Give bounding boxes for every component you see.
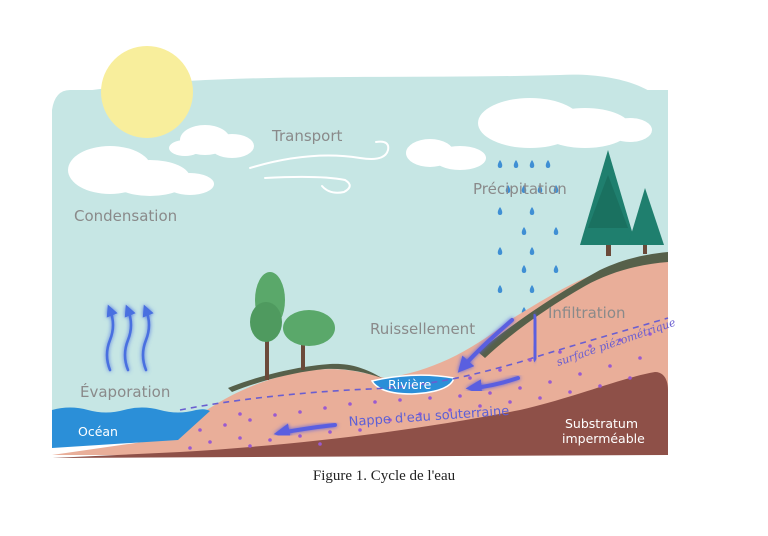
- infiltration-label: Infiltration: [548, 304, 626, 322]
- groundwater-dot: [248, 444, 252, 448]
- groundwater-dot: [373, 400, 377, 404]
- groundwater-dot: [358, 428, 362, 432]
- precipitation-label: Précipitation: [473, 180, 567, 198]
- cloud: [406, 139, 486, 170]
- groundwater-dot: [458, 394, 462, 398]
- groundwater-dot: [638, 356, 642, 360]
- groundwater-dot: [508, 400, 512, 404]
- groundwater-flow-arrow: [273, 423, 337, 440]
- figure-caption: Figure 1. Cycle de l'eau: [312, 468, 456, 484]
- substratum-label-2: imperméable: [562, 431, 645, 446]
- groundwater-dot: [598, 384, 602, 388]
- tree-icon: [250, 272, 285, 380]
- groundwater-dot: [448, 408, 452, 412]
- groundwater-dot: [558, 350, 562, 354]
- tree-icon: [580, 150, 636, 256]
- groundwater-dot: [608, 364, 612, 368]
- groundwater-dot: [418, 412, 422, 416]
- groundwater-dot: [198, 428, 202, 432]
- rain-drop: [497, 247, 503, 255]
- groundwater-dot: [388, 418, 392, 422]
- condensation-label: Condensation: [74, 207, 177, 225]
- groundwater-dot: [538, 396, 542, 400]
- substratum-label: Substratum: [565, 416, 638, 431]
- grass-top: [478, 252, 668, 358]
- river-label: Rivière: [388, 377, 432, 392]
- rain-drops: [497, 160, 559, 315]
- groundwater-dot: [188, 446, 192, 450]
- groundwater-dot: [238, 412, 242, 416]
- rain-drop: [553, 265, 559, 273]
- groundwater-dot: [548, 380, 552, 384]
- groundwater-dot: [238, 436, 242, 440]
- cloud: [169, 125, 254, 158]
- rain-drop: [497, 285, 503, 293]
- rain-drop: [537, 185, 543, 193]
- cloud: [68, 146, 214, 196]
- groundwater-dot: [273, 413, 277, 417]
- groundwater-dot: [498, 368, 502, 372]
- rain-drop: [529, 247, 535, 255]
- groundwater-dot: [648, 332, 652, 336]
- groundwater-dot: [328, 430, 332, 434]
- ocean: [52, 407, 210, 448]
- rain-drop: [521, 265, 527, 273]
- groundwater-dot: [248, 418, 252, 422]
- rain-drop: [513, 160, 519, 168]
- rain-drop: [529, 207, 535, 215]
- groundwater-dot: [298, 434, 302, 438]
- sun: [101, 46, 193, 138]
- groundwater-dots: [188, 332, 652, 450]
- wind-lines: [249, 140, 390, 194]
- cloud: [478, 98, 652, 148]
- groundwater-dot: [578, 372, 582, 376]
- groundwater-dot: [568, 390, 572, 394]
- groundwater-dot: [348, 402, 352, 406]
- evaporation-arrows: [105, 304, 154, 372]
- rain-drop: [505, 185, 511, 193]
- transport-label: Transport: [271, 127, 343, 145]
- rain-drop: [553, 185, 559, 193]
- rain-drop: [529, 160, 535, 168]
- runoff-label: Ruissellement: [370, 320, 475, 338]
- piezometric-line: [179, 317, 669, 411]
- tree-icon: [283, 310, 335, 370]
- rain-drop: [553, 227, 559, 235]
- groundwater-dot: [478, 404, 482, 408]
- groundwater-dot: [223, 423, 227, 427]
- groundwater-dot: [208, 440, 212, 444]
- groundwater-dot: [488, 391, 492, 395]
- runoff-arrow: [457, 318, 514, 373]
- soil-layer: [52, 258, 668, 455]
- groundwater-to-river-arrow: [465, 376, 520, 396]
- groundwater-dot: [428, 396, 432, 400]
- groundwater-dot: [298, 410, 302, 414]
- groundwater-dot: [588, 344, 592, 348]
- rain-drop: [497, 160, 503, 168]
- rain-drop: [545, 160, 551, 168]
- ocean-label: Océan: [78, 424, 118, 439]
- tree-icon: [628, 188, 664, 254]
- substratum-layer: [52, 372, 668, 458]
- groundwater-dot: [398, 398, 402, 402]
- groundwater-dot: [528, 358, 532, 362]
- groundwater-dot: [518, 386, 522, 390]
- rain-drop: [521, 185, 527, 193]
- infiltration-arrow: [527, 314, 544, 363]
- groundwater-dot: [628, 376, 632, 380]
- groundwater-dot: [468, 376, 472, 380]
- rain-drop: [521, 227, 527, 235]
- evaporation-label: Évaporation: [80, 382, 170, 401]
- groundwater-dot: [323, 406, 327, 410]
- groundwater-dot: [318, 442, 322, 446]
- rain-drop: [497, 207, 503, 215]
- rain-drop: [529, 285, 535, 293]
- groundwater-dot: [268, 438, 272, 442]
- groundwater-dot: [618, 338, 622, 342]
